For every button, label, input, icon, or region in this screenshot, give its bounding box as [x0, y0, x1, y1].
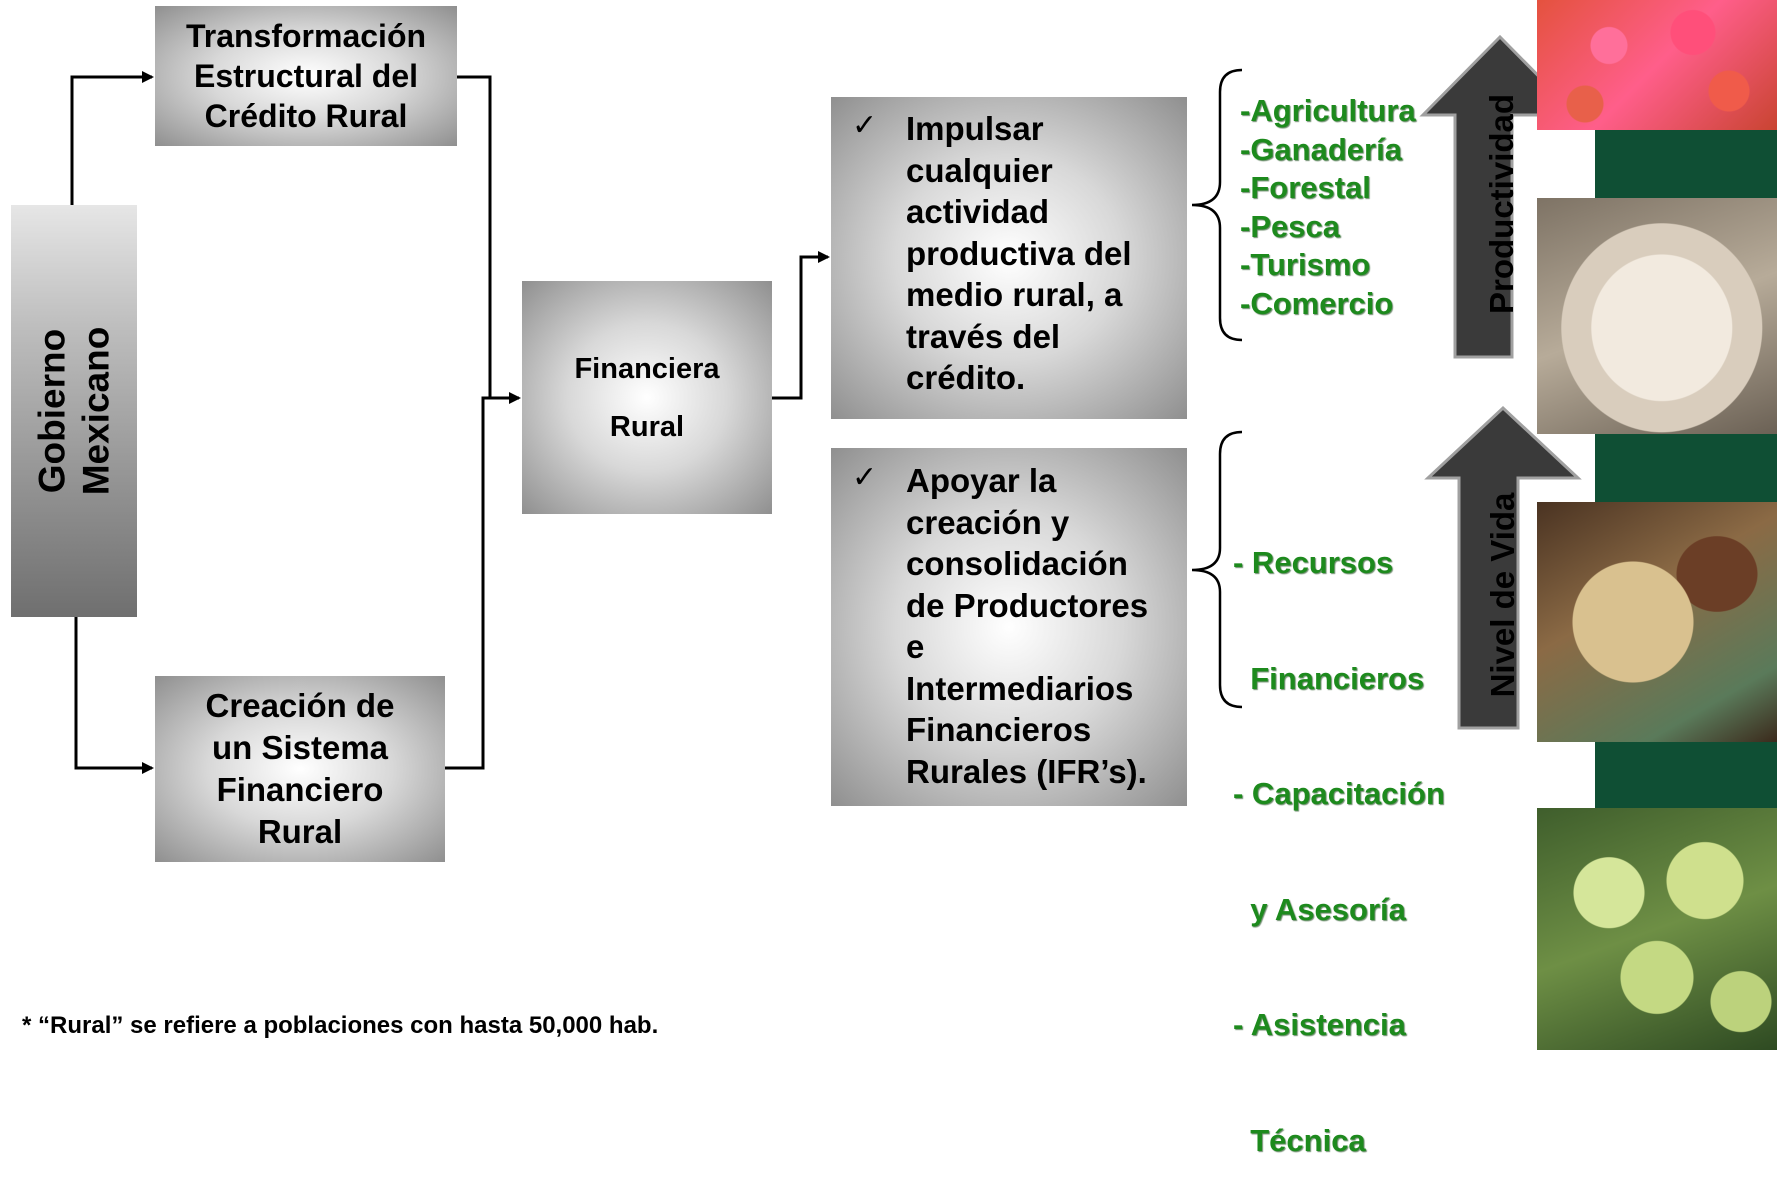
objective-2-line-3: consolidación: [906, 545, 1128, 582]
objective-1-line-7: crédito.: [906, 359, 1026, 396]
arrow-gobierno-to-creacion: [74, 612, 154, 774]
objective-2-line-4: de Productores: [906, 586, 1149, 624]
financiera-rural-box: Financiera Rural: [522, 281, 772, 514]
checkmark-icon: ✓: [852, 460, 878, 495]
list-item: -Pesca: [1240, 208, 1340, 244]
line-creacion-to-financiera: [444, 392, 521, 770]
list-item: Técnica: [1233, 1122, 1366, 1158]
gobierno-mexicano-box: Gobierno Mexicano: [11, 205, 137, 617]
arrow-financiera-to-impulsar: [771, 251, 830, 400]
line-transformacion-to-financiera: [457, 75, 492, 398]
objective-2-line-7: Financieros: [906, 711, 1092, 748]
green-band: [1595, 432, 1777, 502]
list-item: Financieros: [1233, 660, 1425, 696]
transformacion-line-3: Crédito Rural: [204, 98, 408, 134]
transformacion-line-1: Transformación: [185, 18, 427, 54]
green-band: [1595, 740, 1777, 808]
nivel-de-vida-label: Nivel de Vida: [1484, 492, 1521, 698]
checkmark-icon: ✓: [852, 108, 878, 143]
support-list: - Recursos Financieros - Capacitación y …: [1233, 467, 1445, 1199]
peanuts-photo: [1537, 502, 1777, 742]
brace-activities: [1191, 68, 1243, 342]
financiera-line-1: Financiera: [574, 352, 720, 385]
list-item: -Forestal: [1240, 170, 1371, 205]
transformacion-box: Transformación Estructural del Crédito R…: [155, 6, 457, 146]
list-item: -Comercio: [1240, 285, 1394, 321]
creacion-line-3: Financiero: [216, 771, 384, 808]
objective-1-line-3: actividad: [906, 193, 1050, 230]
objective-2-line-8: Rurales (IFR’s).: [906, 752, 1147, 790]
connector-lines: [70, 34, 1582, 774]
list-item: - Recursos: [1233, 545, 1394, 580]
objective-2-line-5: e: [906, 628, 925, 665]
objective-2-line-6: Intermediarios: [906, 669, 1134, 707]
brace-support: [1191, 430, 1243, 709]
list-item: -Agricultura: [1240, 93, 1416, 128]
list-item: -Ganadería: [1240, 131, 1402, 167]
objective-1-line-2: cualquier: [906, 151, 1053, 189]
objective-1-line-1: Impulsar: [906, 110, 1044, 147]
list-item: - Capacitación: [1233, 776, 1445, 811]
green-band: [1595, 130, 1777, 200]
gobierno-mexicano-label: Gobierno Mexicano: [31, 326, 117, 496]
creacion-box: Creación de un Sistema Financiero Rural: [155, 676, 445, 862]
creacion-line-2: un Sistema: [211, 729, 389, 766]
fruits-photo: [1537, 808, 1777, 1050]
objective-apoyar-box: [831, 448, 1187, 806]
objective-2-line-2: creación y: [906, 503, 1070, 541]
objective-2-line-1: Apoyar la: [906, 462, 1057, 499]
objective-1-line-5: medio rural, a: [906, 276, 1123, 313]
list-item: -Turismo: [1240, 247, 1371, 282]
transformacion-line-2: Estructural del: [193, 58, 419, 94]
flowers-photo: [1537, 0, 1777, 130]
creacion-line-4: Rural: [257, 813, 343, 850]
productividad-label: Productividad: [1483, 93, 1520, 314]
objective-1-line-4: productiva del: [906, 234, 1132, 272]
list-item: - Asistencia: [1233, 1007, 1406, 1042]
arrow-gobierno-to-transformacion: [70, 71, 154, 205]
financiera-line-2: Rural: [609, 410, 685, 443]
objective-apoyar-text: Apoyar la creación y consolidación de Pr…: [906, 460, 1148, 792]
list-item: y Asesoría: [1233, 891, 1406, 927]
creacion-line-1: Creación de: [205, 687, 395, 724]
footnote: * “Rural” se refiere a poblaciones con h…: [22, 1012, 659, 1039]
arrow-nivel-de-vida-shape: [1424, 405, 1582, 730]
sheep-photo: [1537, 198, 1777, 434]
objective-1-line-6: través del: [906, 317, 1061, 355]
activity-list: -Agricultura -Ganadería -Forestal -Pesca…: [1240, 92, 1416, 323]
objective-impulsar-text: Impulsar cualquier actividad productiva …: [906, 108, 1132, 399]
objective-impulsar-box: [831, 97, 1187, 419]
